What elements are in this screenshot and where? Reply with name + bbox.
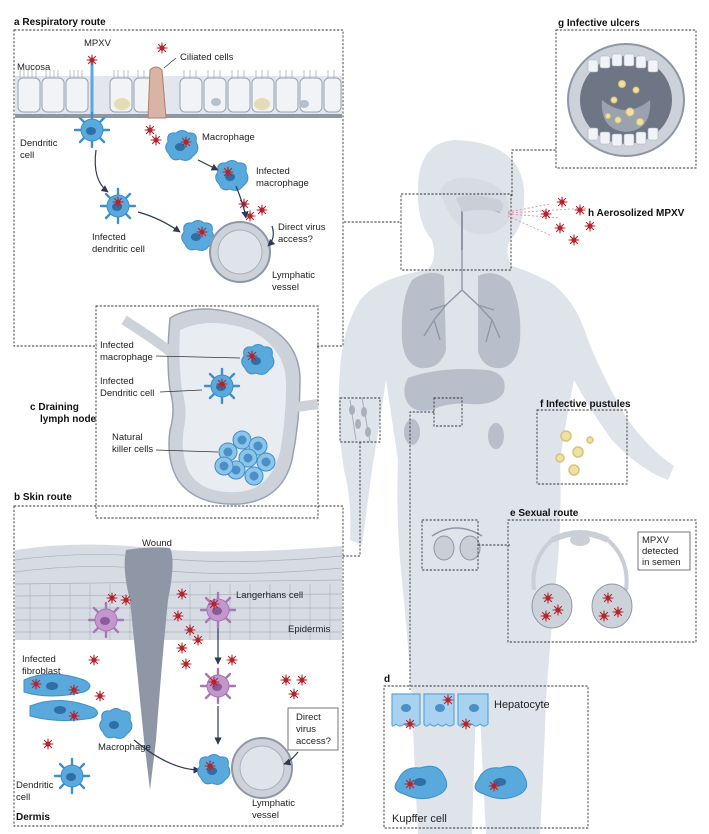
svg-text:Macrophage: Macrophage (98, 742, 151, 753)
virus-icon (540, 208, 552, 220)
svg-text:Direct virus: Direct virus (278, 222, 326, 233)
svg-text:Lymphatic: Lymphatic (272, 270, 315, 281)
svg-text:macrophage: macrophage (256, 178, 309, 189)
svg-text:Ciliated cells: Ciliated cells (180, 52, 234, 63)
svg-text:b Skin route: b Skin route (14, 492, 72, 503)
svg-text:Infected: Infected (256, 166, 290, 177)
svg-text:killer cells: killer cells (112, 444, 153, 455)
pustules (555, 430, 594, 476)
virus-icon (554, 222, 566, 234)
virus-icon (574, 204, 586, 216)
panel-b-skin: b Skin route Wound Langerhans cell Epide… (13, 492, 344, 827)
svg-text:vessel: vessel (252, 810, 279, 821)
panel-f-box (536, 409, 628, 485)
aerosol-stream (507, 196, 596, 246)
svg-text:d: d (384, 674, 390, 685)
panel-h-label: h Aerosolized MPXV (588, 208, 685, 219)
svg-text:Kupffer cell: Kupffer cell (392, 813, 447, 825)
svg-text:Langerhans cell: Langerhans cell (236, 590, 303, 601)
svg-text:Natural: Natural (112, 432, 143, 443)
svg-text:access?: access? (278, 234, 313, 245)
svg-text:Dendritic: Dendritic (20, 138, 58, 149)
panel-c-label-line2: lymph node (40, 414, 97, 425)
panel-f-label: f Infective pustules (540, 399, 631, 410)
panel-a-respiratory: a Respiratory route MPXV Mucosa Ciliated… (13, 17, 344, 347)
panel-c-lymph-node: Infected macrophage Infected Dendritic c… (95, 305, 319, 519)
virus-icon (584, 220, 596, 232)
svg-text:Hepatocyte: Hepatocyte (494, 699, 550, 711)
svg-text:a Respiratory route: a Respiratory route (14, 17, 106, 28)
svg-text:Infected: Infected (22, 654, 56, 665)
panel-c-label: c Draining (30, 402, 79, 413)
panel-g-mouth: g Infective ulcers (555, 18, 697, 169)
svg-text:e Sexual route: e Sexual route (510, 508, 579, 519)
svg-text:Direct: Direct (296, 712, 321, 723)
svg-text:MPXV: MPXV (642, 535, 670, 546)
callout-liver (433, 397, 463, 427)
svg-text:Dermis: Dermis (16, 812, 50, 823)
svg-text:Epidermis: Epidermis (288, 624, 330, 635)
svg-text:Dendritic: Dendritic (16, 780, 54, 791)
svg-text:g Infective ulcers: g Infective ulcers (558, 18, 640, 29)
svg-text:Infected: Infected (100, 376, 134, 387)
svg-text:virus: virus (296, 724, 316, 735)
svg-text:access?: access? (296, 736, 331, 747)
connector-b (316, 442, 361, 557)
svg-text:Wound: Wound (142, 538, 172, 549)
svg-text:MPXV: MPXV (84, 38, 112, 49)
svg-text:cell: cell (16, 792, 30, 803)
connector-d (409, 411, 434, 690)
svg-text:Dendritic cell: Dendritic cell (100, 388, 154, 399)
svg-text:Mucosa: Mucosa (17, 62, 51, 73)
svg-text:macrophage: macrophage (100, 352, 153, 363)
virus-icon (556, 196, 568, 208)
svg-text:fibroblast: fibroblast (22, 666, 61, 677)
svg-text:Lymphatic: Lymphatic (252, 798, 295, 809)
virus-icon (568, 234, 580, 246)
connector-g (511, 149, 556, 196)
human-body-silhouette (338, 140, 674, 834)
svg-text:Infected: Infected (100, 340, 134, 351)
svg-text:vessel: vessel (272, 282, 299, 293)
panel-e-sexual: e Sexual route MPXV detected in semen (507, 508, 697, 643)
svg-text:cell: cell (20, 150, 34, 161)
callout-head (400, 193, 512, 271)
svg-text:detected: detected (642, 546, 678, 557)
svg-text:Infected: Infected (92, 232, 126, 243)
svg-text:Macrophage: Macrophage (202, 132, 255, 143)
panel-d-liver: d Hepatocyte Kupffer cell (383, 674, 589, 829)
svg-text:in semen: in semen (642, 557, 681, 568)
svg-text:dendritic cell: dendritic cell (92, 244, 145, 255)
